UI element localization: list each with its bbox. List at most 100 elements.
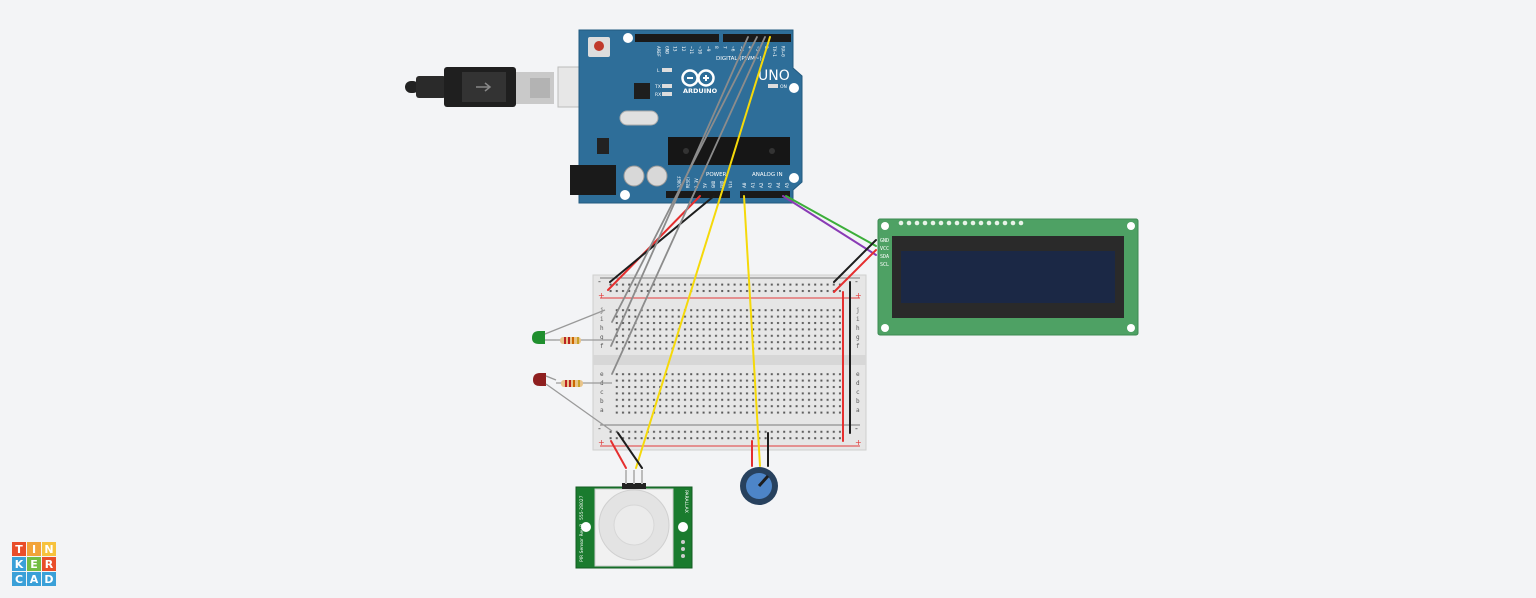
logo-letter: N (42, 542, 56, 556)
lcd-header-pin[interactable] (986, 220, 992, 226)
crystal (619, 110, 659, 126)
lcd-header-pin[interactable] (962, 220, 968, 226)
wire-pin-to-red-led[interactable] (611, 36, 766, 375)
lcd-header-pin[interactable] (1010, 220, 1016, 226)
power-jack (570, 165, 616, 195)
resistor-red-led[interactable] (556, 380, 612, 387)
red-led[interactable] (533, 373, 613, 432)
wire-gnd-to-rail[interactable] (609, 195, 715, 283)
wire-lcd-scl[interactable] (785, 195, 877, 247)
wire-5v-to-rail[interactable] (607, 195, 701, 291)
lcd-header-pin[interactable] (1018, 220, 1024, 226)
analog-pin-label: A3 (768, 182, 774, 188)
logo-letter: T (12, 542, 26, 556)
wire-pir-signal[interactable] (635, 36, 771, 469)
row-letter: c (856, 389, 860, 396)
digital-pin-label: 4 (746, 46, 752, 49)
wire-pir-vcc[interactable] (610, 440, 627, 469)
logo-letter: A (27, 572, 41, 586)
potentiometer[interactable] (740, 467, 778, 505)
digital-pin-label: ~6 (730, 46, 736, 52)
lcd-header-pin[interactable] (914, 220, 920, 226)
digital-pin-label: ~3 (755, 46, 761, 52)
wire-lcd-sda[interactable] (782, 195, 877, 256)
rail-minus-label-right: - (855, 277, 858, 286)
lcd-header-pin[interactable] (930, 220, 936, 226)
lcd-header-pin[interactable] (922, 220, 928, 226)
pir-sensor[interactable] (575, 470, 693, 569)
row-letter: c (600, 389, 604, 396)
usb-cable[interactable] (405, 67, 554, 107)
power-pin-label: IOREF (677, 175, 682, 188)
lcd-header-pin[interactable] (938, 220, 944, 226)
analog-header-label: ANALOG IN (752, 172, 783, 178)
power-header (666, 191, 730, 198)
power-pin-label: 3.3V (694, 178, 699, 188)
power-pin-label: Vin (728, 180, 733, 188)
pir-label-left: PIR Sensor Rev B (579, 524, 585, 562)
board-brand-label: ARDUINO (683, 87, 718, 95)
power-header-label: POWER (706, 172, 727, 178)
wire-pot-wiper[interactable] (743, 195, 761, 467)
analog-pin-label: A4 (776, 182, 782, 188)
rail-plus-label-right: + (855, 291, 862, 300)
tx-led-label: TX (654, 84, 661, 90)
rail-plus-label: + (598, 291, 605, 300)
logo-letter: K (12, 557, 26, 571)
board-model-label: UNO (758, 68, 790, 84)
wire-pin-to-green-resistor[interactable] (610, 36, 749, 347)
row-letter: a (856, 407, 860, 414)
rx-led-label: RX (655, 92, 661, 98)
row-letter: g (856, 334, 860, 341)
breadboard[interactable] (592, 274, 867, 451)
lcd-header-pin[interactable] (954, 220, 960, 226)
row-letter: d (856, 380, 860, 387)
lcd-header-pin[interactable] (970, 220, 976, 226)
digital-pin-label: ~11 (688, 46, 694, 54)
infinity-logo (681, 69, 715, 87)
analog-pin-label: A1 (751, 182, 757, 188)
digital-pin-label: 7 (721, 46, 727, 49)
digital-pin-label: ~5 (738, 46, 744, 52)
row-letter: j (856, 307, 860, 314)
wires (607, 36, 877, 469)
analog-pin-label: A2 (759, 182, 765, 188)
row-letter: i (600, 316, 604, 323)
lcd-header-pin[interactable] (898, 220, 904, 226)
rail-minus-label: - (598, 277, 601, 286)
digital-pin-label: RX←0 (780, 46, 786, 57)
lcd-header-pin[interactable] (978, 220, 984, 226)
lcd-pin-label: VCC (880, 246, 889, 252)
lcd-pin-label: SCL (880, 262, 889, 268)
rail-minus-label-bottom-right: - (855, 424, 858, 433)
digital-pin-label: ~9 (705, 46, 711, 52)
wire-pir-gnd[interactable] (617, 432, 643, 469)
pir-part-number: 555-28027 (579, 495, 585, 520)
green-led[interactable] (532, 309, 606, 344)
lcd-header-pin[interactable] (946, 220, 952, 226)
pir-label-right: PARALLAX (683, 490, 689, 513)
row-letter: h (600, 325, 604, 332)
l-led-label: L (657, 68, 660, 74)
lcd-header-pin[interactable] (1002, 220, 1008, 226)
lcd-header-pin[interactable] (906, 220, 912, 226)
resistor-green-led[interactable] (556, 337, 612, 344)
on-led-label: ON (780, 84, 787, 90)
row-letter: h (856, 325, 860, 332)
wire-lcd-vcc[interactable] (833, 249, 877, 293)
row-letter: f (600, 343, 604, 350)
reset-button-cap[interactable] (594, 41, 604, 51)
regulator (597, 138, 609, 154)
lcd-screen (901, 251, 1115, 303)
lcd-header-pin[interactable] (994, 220, 1000, 226)
wire-lcd-gnd[interactable] (833, 239, 877, 283)
logo-letter: I (27, 542, 41, 556)
row-letter: e (856, 371, 860, 378)
power-pin-label: GND (711, 180, 716, 188)
